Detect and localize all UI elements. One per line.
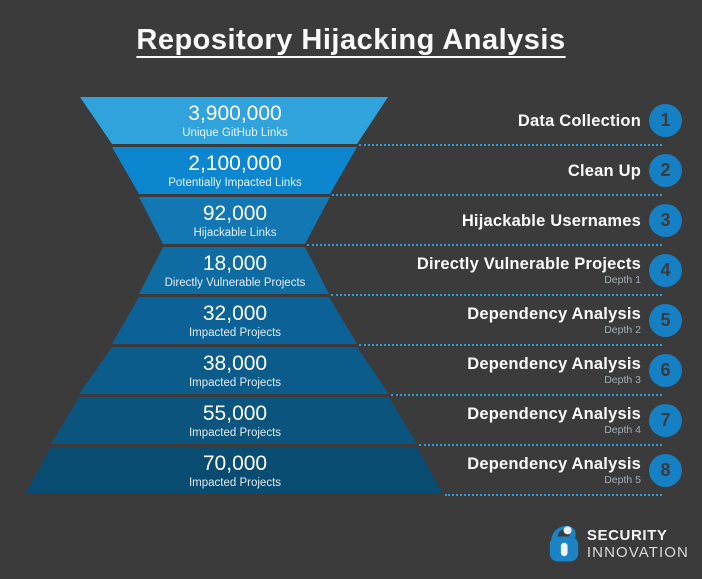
funnel-segment-3: 92,000 Hijackable Links: [139, 197, 330, 244]
funnel-segment-8: 70,000 Impacted Projects: [25, 447, 443, 494]
stage-row-1: Data Collection 1: [340, 97, 682, 144]
stage-number-badge: 6: [649, 354, 682, 387]
funnel-label: Impacted Projects: [188, 326, 282, 339]
stage-row-3: Hijackable Usernames 3: [340, 197, 682, 244]
separator-dotted-line: [445, 494, 662, 496]
funnel-value: 32,000: [202, 301, 268, 325]
page-title: Repository Hijacking Analysis: [136, 24, 566, 56]
security-innovation-logo: SECURITY INNOVATION: [548, 519, 689, 568]
funnel-value: 2,100,000: [188, 151, 282, 175]
funnel-segment-4: 18,000 Directly Vulnerable Projects: [139, 247, 329, 294]
funnel-label: Directly Vulnerable Projects: [164, 276, 306, 289]
funnel-label: Unique GitHub Links: [182, 126, 288, 139]
funnel-label: Hijackable Links: [193, 226, 277, 239]
stage-name: Clean Up: [567, 161, 641, 180]
funnel-value: 55,000: [202, 401, 268, 425]
stage-depth: Depth 1: [604, 274, 641, 286]
stage-number-badge: 8: [649, 454, 682, 487]
stage-depth: Depth 4: [604, 424, 641, 436]
funnel-value: 18,000: [202, 251, 268, 275]
separator-dotted-line: [332, 194, 662, 196]
stage-row-8: Dependency Analysis Depth 5 8: [340, 447, 682, 494]
separator-dotted-line: [391, 394, 662, 396]
funnel-value: 70,000: [202, 451, 268, 475]
funnel-label: Impacted Projects: [188, 376, 282, 389]
stage-depth: Depth 3: [604, 374, 641, 386]
logo-text-security: SECURITY: [586, 526, 668, 544]
stage-row-4: Directly Vulnerable Projects Depth 1 4: [340, 247, 682, 294]
stage-number-badge: 2: [649, 154, 682, 187]
stage-name: Dependency Analysis: [467, 305, 641, 323]
funnel-segment-6: 38,000 Impacted Projects: [79, 347, 389, 394]
separator-dotted-line: [359, 144, 662, 146]
stage-row-6: Dependency Analysis Depth 3 6: [340, 347, 682, 394]
funnel-segment-7: 55,000 Impacted Projects: [51, 397, 417, 444]
stage-name: Dependency Analysis: [467, 355, 641, 373]
stage-depth: Depth 2: [604, 324, 641, 336]
separator-dotted-line: [359, 344, 662, 346]
stage-name: Data Collection: [517, 111, 641, 130]
stage-depth: Depth 5: [604, 474, 641, 486]
stage-name: Dependency Analysis: [467, 405, 641, 423]
funnel-segment-1: 3,900,000 Unique GitHub Links: [80, 97, 388, 144]
separator-dotted-line: [419, 444, 662, 446]
funnel-segment-5: 32,000 Impacted Projects: [112, 297, 357, 344]
stage-row-2: Clean Up 2: [340, 147, 682, 194]
stage-number-badge: 3: [649, 204, 682, 237]
stage-name: Dependency Analysis: [467, 455, 641, 473]
stage-number-badge: 1: [649, 104, 682, 137]
separator-dotted-line: [331, 294, 662, 296]
logo-text-innovation: INNOVATION: [586, 543, 689, 561]
funnel-label: Impacted Projects: [188, 476, 282, 489]
funnel-value: 38,000: [202, 351, 268, 375]
stage-name: Directly Vulnerable Projects: [416, 255, 641, 273]
funnel-label: Potentially Impacted Links: [168, 176, 302, 189]
stage-number-badge: 5: [649, 304, 682, 337]
funnel-label: Impacted Projects: [188, 426, 282, 439]
stage-number-badge: 4: [649, 254, 682, 287]
stage-name: Hijackable Usernames: [461, 211, 641, 230]
stage-number-badge: 7: [649, 404, 682, 437]
lock-icon: [548, 519, 580, 568]
funnel-segment-2: 2,100,000 Potentially Impacted Links: [112, 147, 357, 194]
stage-row-5: Dependency Analysis Depth 2 5: [340, 297, 682, 344]
funnel-value: 3,900,000: [188, 101, 282, 125]
separator-dotted-line: [307, 244, 662, 246]
stage-row-7: Dependency Analysis Depth 4 7: [340, 397, 682, 444]
funnel-value: 92,000: [202, 201, 268, 225]
